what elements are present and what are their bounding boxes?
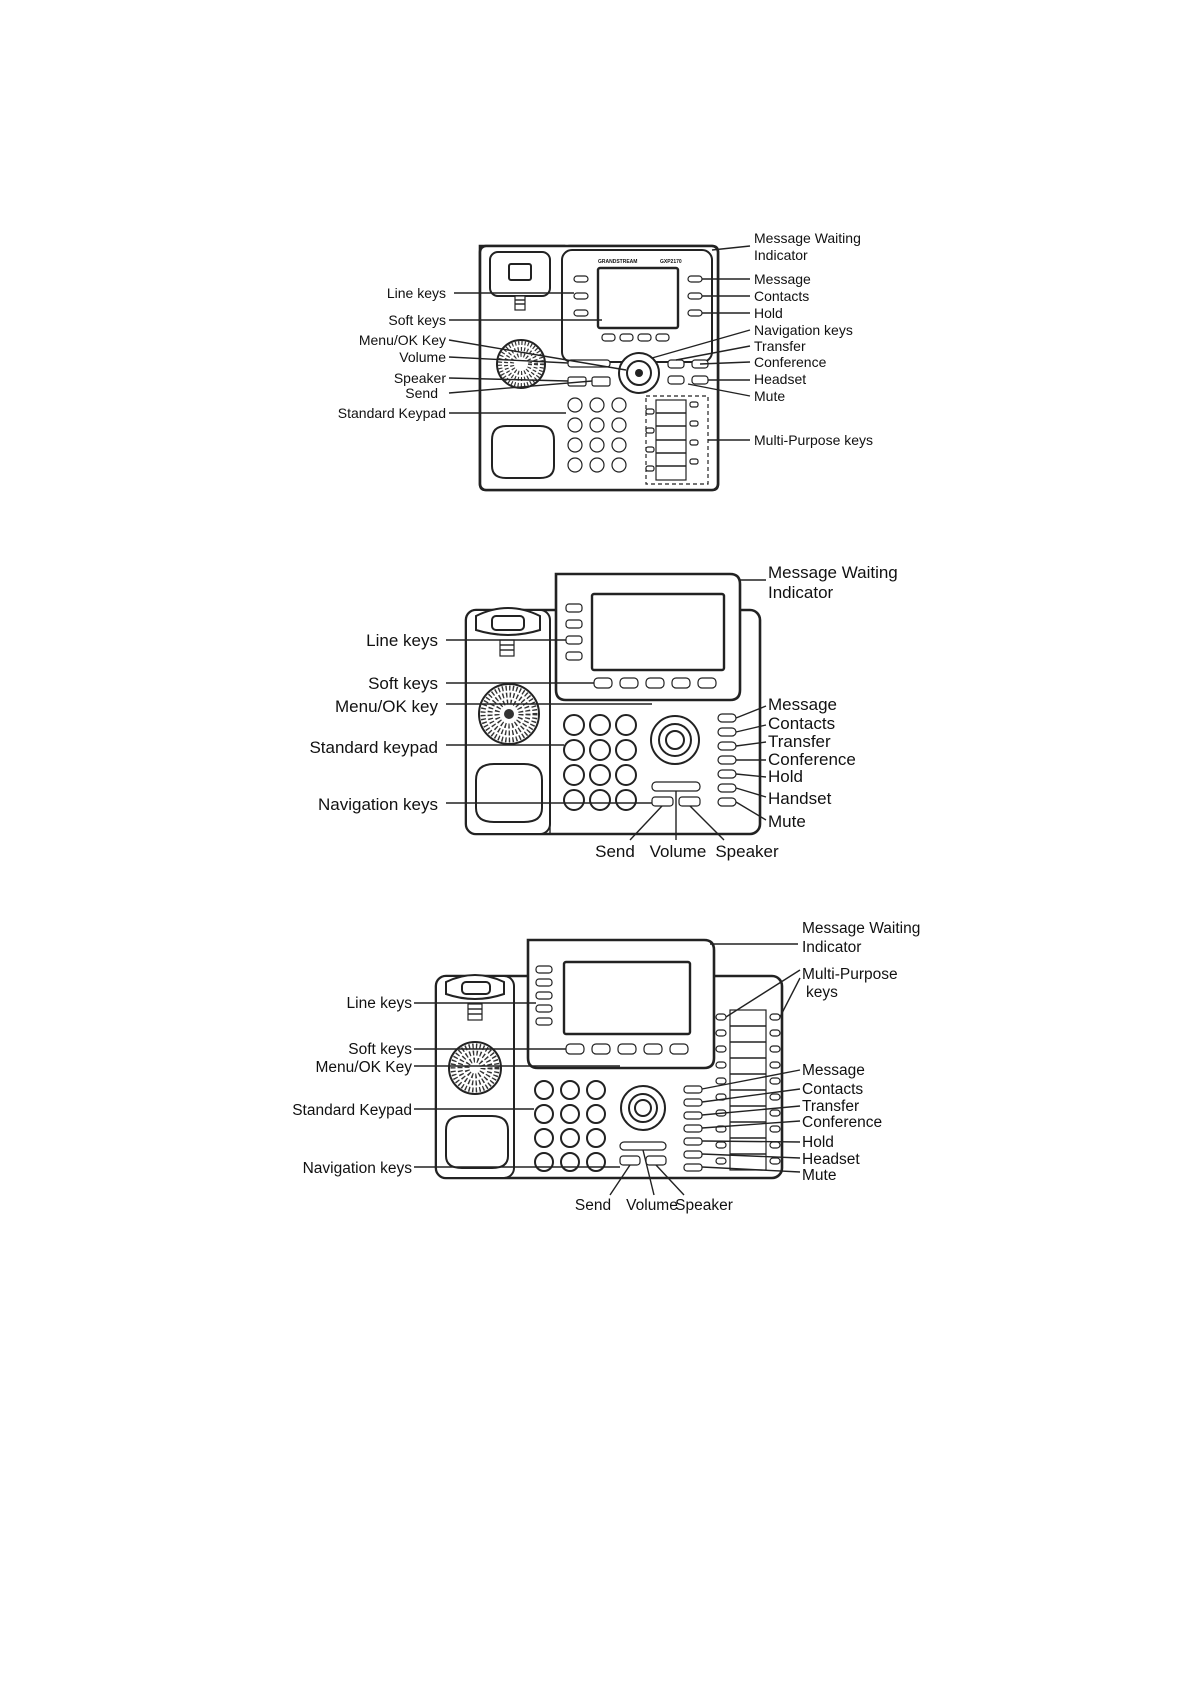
label-mwi-line1: Message Waiting: [768, 563, 898, 582]
label-message: Message: [768, 695, 837, 714]
label-volume: Volume: [399, 349, 446, 365]
label-speaker: Speaker: [394, 370, 446, 386]
brand-label: GRANDSTREAM: [598, 259, 637, 265]
phone-diagram-1: GRANDSTREAM GXP2170: [338, 230, 873, 492]
label-message: Message: [802, 1062, 865, 1079]
phone-1-drawing: GRANDSTREAM GXP2170: [478, 244, 720, 492]
label-soft-keys: Soft keys: [368, 674, 438, 693]
mpk-strip: [730, 1025, 766, 1155]
label-message: Message: [754, 271, 811, 287]
label-contacts: Contacts: [802, 1081, 863, 1098]
label-headset: Headset: [754, 371, 806, 387]
label-menu-ok: Menu/OK Key: [316, 1059, 413, 1076]
label-hold: Hold: [768, 767, 803, 786]
label-transfer: Transfer: [754, 338, 806, 354]
label-mwi-line2: Indicator: [754, 247, 808, 263]
label-transfer: Transfer: [802, 1098, 859, 1115]
label-soft-keys: Soft keys: [388, 312, 446, 328]
label-send: Send: [595, 842, 635, 861]
phone-2-drawing: [464, 572, 762, 836]
leader-lines-2: [446, 579, 767, 841]
mpk-keys-left: [715, 1013, 727, 1165]
label-mute: Mute: [802, 1167, 836, 1184]
label-keypad: Standard keypad: [309, 738, 438, 757]
label-mwi-line2: Indicator: [802, 939, 861, 956]
label-conference: Conference: [802, 1114, 882, 1131]
leader-lines-1: [448, 245, 751, 441]
label-conference: Conference: [754, 354, 827, 370]
label-mpk-line1: Multi-Purpose: [802, 966, 898, 983]
label-navigation: Navigation keys: [303, 1160, 413, 1177]
phone-3-drawing: [434, 938, 784, 1180]
label-mwi-line2: Indicator: [768, 583, 834, 602]
keypad-1: [567, 397, 627, 473]
phone-diagram-2: Message Waiting Indicator Line keys Soft…: [309, 563, 898, 861]
label-mpk: Multi-Purpose keys: [754, 432, 873, 448]
label-mwi-line1: Message Waiting: [802, 920, 920, 937]
label-soft-keys: Soft keys: [348, 1041, 412, 1058]
label-send: Send: [405, 385, 438, 401]
label-conference: Conference: [768, 750, 856, 769]
label-volume: Volume: [626, 1197, 678, 1214]
label-navigation: Navigation keys: [318, 795, 438, 814]
phone-diagram-3: Message Waiting Indicator Multi-Purpose …: [292, 920, 920, 1214]
model-label: GXP2170: [660, 259, 682, 265]
label-navigation: Navigation keys: [754, 322, 853, 338]
label-mpk-line2: keys: [806, 984, 838, 1001]
label-handset: Handset: [768, 789, 832, 808]
label-keypad: Standard Keypad: [338, 405, 446, 421]
label-volume: Volume: [650, 842, 707, 861]
label-transfer: Transfer: [768, 732, 831, 751]
keypad-2: [563, 714, 637, 811]
label-hold: Hold: [754, 305, 783, 321]
leader-lines-3: [414, 943, 801, 1196]
label-keypad: Standard Keypad: [292, 1102, 412, 1119]
label-line-keys: Line keys: [366, 631, 438, 650]
label-contacts: Contacts: [754, 288, 809, 304]
label-line-keys: Line keys: [347, 995, 413, 1012]
label-contacts: Contacts: [768, 714, 835, 733]
label-mwi-line1: Message Waiting: [754, 230, 861, 246]
label-mute: Mute: [754, 388, 785, 404]
label-menu-ok: Menu/OK Key: [359, 332, 446, 348]
mpk-keys-right: [769, 1013, 781, 1165]
label-headset: Headset: [802, 1151, 860, 1168]
label-speaker: Speaker: [675, 1197, 733, 1214]
label-mute: Mute: [768, 812, 806, 831]
label-speaker: Speaker: [715, 842, 779, 861]
label-menu-ok: Menu/OK key: [335, 697, 438, 716]
label-hold: Hold: [802, 1134, 834, 1151]
label-line-keys: Line keys: [387, 285, 446, 301]
label-send: Send: [575, 1197, 611, 1214]
